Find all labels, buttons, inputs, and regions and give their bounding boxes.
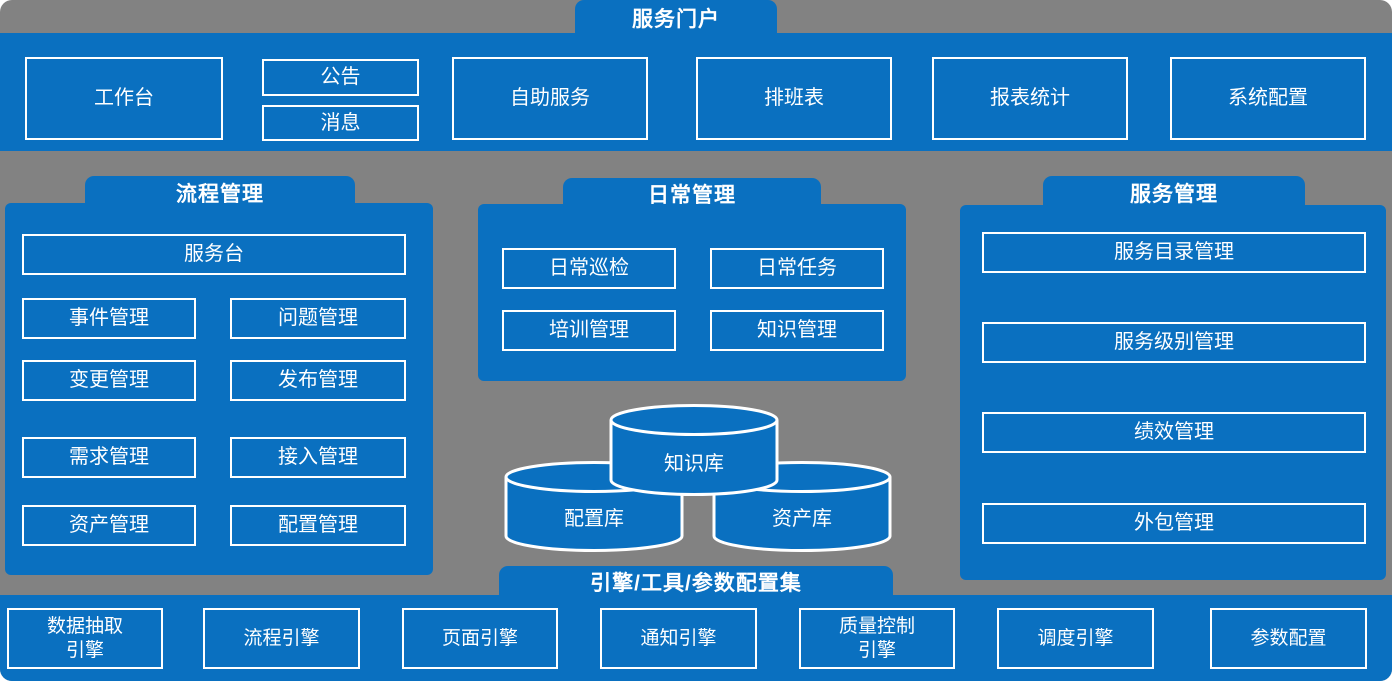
workbench-label: 工作台 xyxy=(94,87,154,109)
portal-item-message: 消息 xyxy=(262,105,419,141)
process-item-release: 发布管理 xyxy=(230,360,406,401)
change-label: 变更管理 xyxy=(69,369,149,391)
process-management-panel xyxy=(5,203,433,575)
process-engine-label: 流程引擎 xyxy=(243,627,320,649)
service-item-level: 服务级别管理 xyxy=(982,322,1366,363)
engine-item-notification: 通知引擎 xyxy=(600,608,757,669)
inspection-label: 日常巡检 xyxy=(549,257,629,279)
report-statistics-label: 报表统计 xyxy=(990,87,1070,109)
training-label: 培训管理 xyxy=(549,319,629,341)
tab-service-portal-label: 服务门户 xyxy=(632,8,720,31)
knowledge-label: 知识管理 xyxy=(757,319,837,341)
engine-item-page: 页面引擎 xyxy=(402,608,558,669)
config-label: 配置管理 xyxy=(278,514,358,536)
release-label: 发布管理 xyxy=(278,369,358,391)
portal-item-self-service: 自助服务 xyxy=(452,57,648,140)
tab-service-management: 服务管理 xyxy=(1043,176,1305,210)
process-item-incident: 事件管理 xyxy=(22,298,196,339)
knowledge-base-cylinder: 知识库 xyxy=(607,403,781,498)
portal-item-announcement: 公告 xyxy=(262,59,419,96)
access-label: 接入管理 xyxy=(278,446,358,468)
engine-item-data-extraction: 数据抽取引擎 xyxy=(7,608,163,669)
tab-engines-tools: 引擎/工具/参数配置集 xyxy=(499,566,893,598)
asset-label: 资产管理 xyxy=(69,514,149,536)
daily-management-panel xyxy=(478,204,906,381)
shift-schedule-label: 排班表 xyxy=(764,87,824,109)
service-tab-label: 服务管理 xyxy=(1130,183,1218,206)
daily-task-label: 日常任务 xyxy=(757,257,837,279)
database-cylinder-icon xyxy=(609,404,779,496)
process-item-asset: 资产管理 xyxy=(22,505,196,546)
parameter-config-label: 参数配置 xyxy=(1250,627,1327,649)
daily-item-inspection: 日常巡检 xyxy=(502,248,676,289)
engine-item-quality-control: 质量控制引擎 xyxy=(799,608,955,669)
config-base-label: 配置库 xyxy=(564,508,624,530)
process-item-config: 配置管理 xyxy=(230,505,406,546)
portal-item-system-config: 系统配置 xyxy=(1170,57,1366,140)
daily-item-task: 日常任务 xyxy=(710,248,884,289)
message-label: 消息 xyxy=(320,111,361,134)
quality-control-engine-label: 质量控制引擎 xyxy=(838,615,915,661)
demand-label: 需求管理 xyxy=(69,446,149,468)
engine-item-process: 流程引擎 xyxy=(203,608,360,669)
engine-item-parameter-config: 参数配置 xyxy=(1210,608,1367,669)
service-item-performance: 绩效管理 xyxy=(982,412,1366,453)
portal-item-workbench: 工作台 xyxy=(25,57,223,140)
data-extraction-engine-label: 数据抽取引擎 xyxy=(46,615,123,661)
notification-engine-label: 通知引擎 xyxy=(640,627,717,649)
problem-label: 问题管理 xyxy=(278,307,358,329)
service-item-outsourcing: 外包管理 xyxy=(982,503,1366,544)
service-desk-label: 服务台 xyxy=(184,243,244,265)
config-base-cylinder: 配置库 xyxy=(502,460,686,554)
process-tab-label: 流程管理 xyxy=(176,183,264,206)
system-config-label: 系统配置 xyxy=(1228,87,1308,109)
self-service-label: 自助服务 xyxy=(510,87,590,109)
daily-item-training: 培训管理 xyxy=(502,310,676,351)
engine-item-scheduling: 调度引擎 xyxy=(997,608,1154,669)
process-item-service-desk: 服务台 xyxy=(22,234,406,275)
process-item-change: 变更管理 xyxy=(22,360,196,401)
service-catalog-label: 服务目录管理 xyxy=(1114,241,1234,263)
outsourcing-label: 外包管理 xyxy=(1134,512,1214,534)
incident-label: 事件管理 xyxy=(69,307,149,329)
engines-tab-label: 引擎/工具/参数配置集 xyxy=(590,572,802,595)
portal-item-report-statistics: 报表统计 xyxy=(932,57,1128,140)
knowledge-base-label: 知识库 xyxy=(664,453,724,475)
process-item-access: 接入管理 xyxy=(230,437,406,478)
service-level-label: 服务级别管理 xyxy=(1114,331,1234,353)
daily-tab-label: 日常管理 xyxy=(648,184,736,207)
page-engine-label: 页面引擎 xyxy=(441,627,518,649)
portal-item-shift-schedule: 排班表 xyxy=(696,57,892,140)
performance-label: 绩效管理 xyxy=(1134,421,1214,443)
process-item-problem: 问题管理 xyxy=(230,298,406,339)
scheduling-engine-label: 调度引擎 xyxy=(1037,627,1114,649)
daily-item-knowledge: 知识管理 xyxy=(710,310,884,351)
service-item-catalog: 服务目录管理 xyxy=(982,232,1366,273)
announcement-label: 公告 xyxy=(320,66,361,88)
asset-base-label: 资产库 xyxy=(772,508,832,530)
process-item-demand: 需求管理 xyxy=(22,437,196,478)
tab-service-portal: 服务门户 xyxy=(575,0,777,36)
service-management-panel xyxy=(960,205,1386,580)
